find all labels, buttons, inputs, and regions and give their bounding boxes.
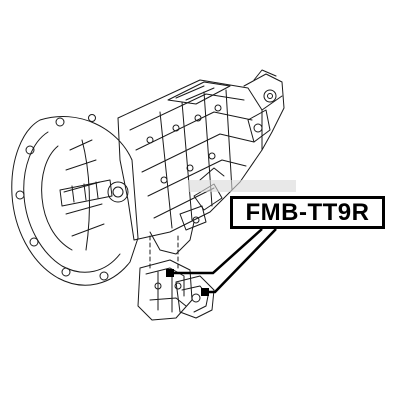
part-number-label: FMB-TT9R xyxy=(230,196,385,229)
input-shaft xyxy=(59,179,129,207)
gearbox-case xyxy=(117,79,263,241)
bell-housing xyxy=(11,114,139,286)
leader-dots xyxy=(166,269,209,296)
leader-lines xyxy=(170,228,277,294)
watermark xyxy=(188,180,296,192)
extension-housing xyxy=(243,69,285,151)
assembly-guide-lines xyxy=(149,235,179,271)
part-number-text: FMB-TT9R xyxy=(245,198,370,226)
